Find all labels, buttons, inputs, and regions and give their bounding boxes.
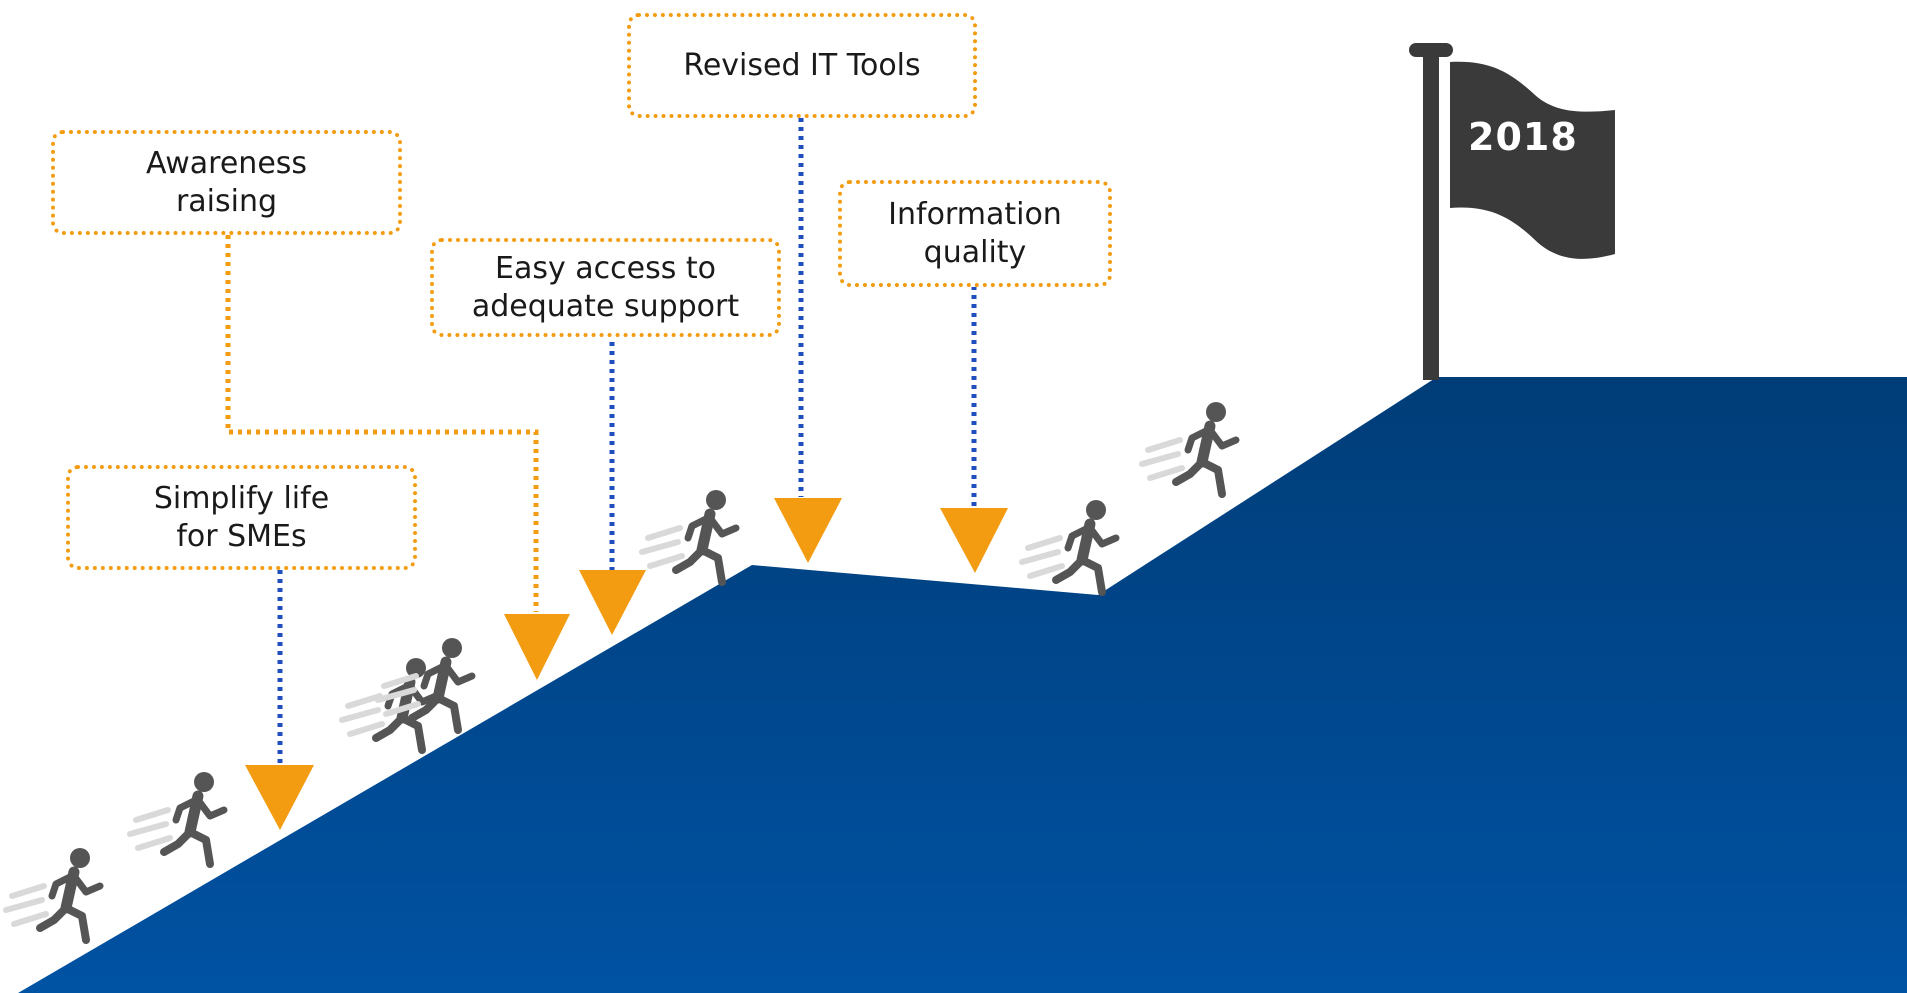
running-person-icon xyxy=(6,848,100,940)
down-arrow-icon xyxy=(940,508,1008,573)
step-label: Revised IT Tools xyxy=(683,47,921,83)
step-label: Awareness raising xyxy=(145,145,308,219)
running-person-icon xyxy=(342,658,436,750)
step-awareness-raising: Awareness raising xyxy=(51,130,402,235)
step-information-quality: Information quality xyxy=(838,180,1112,287)
down-arrow-icon xyxy=(504,614,570,680)
step-revised-it-tools: Revised IT Tools xyxy=(627,13,977,118)
connector-awareness xyxy=(225,235,539,612)
flag-year: 2018 xyxy=(1468,115,1578,159)
step-label: Easy access to adequate support xyxy=(471,250,740,324)
down-arrow-icon xyxy=(245,765,314,830)
step-label: Simplify life for SMEs xyxy=(153,480,330,554)
step-label: Information quality xyxy=(888,196,1062,270)
running-person-icon xyxy=(1142,402,1236,494)
running-person-icon xyxy=(378,638,472,730)
down-arrow-icon xyxy=(774,498,842,563)
step-easy-access: Easy access to adequate support xyxy=(430,238,781,337)
mountain xyxy=(18,377,1907,993)
step-simplify-life: Simplify life for SMEs xyxy=(66,465,417,570)
flag-icon xyxy=(1409,43,1615,380)
running-person-icon xyxy=(642,490,736,582)
down-arrow-icon xyxy=(579,570,646,635)
running-person-icon xyxy=(1022,500,1116,592)
running-person-icon xyxy=(130,772,224,864)
